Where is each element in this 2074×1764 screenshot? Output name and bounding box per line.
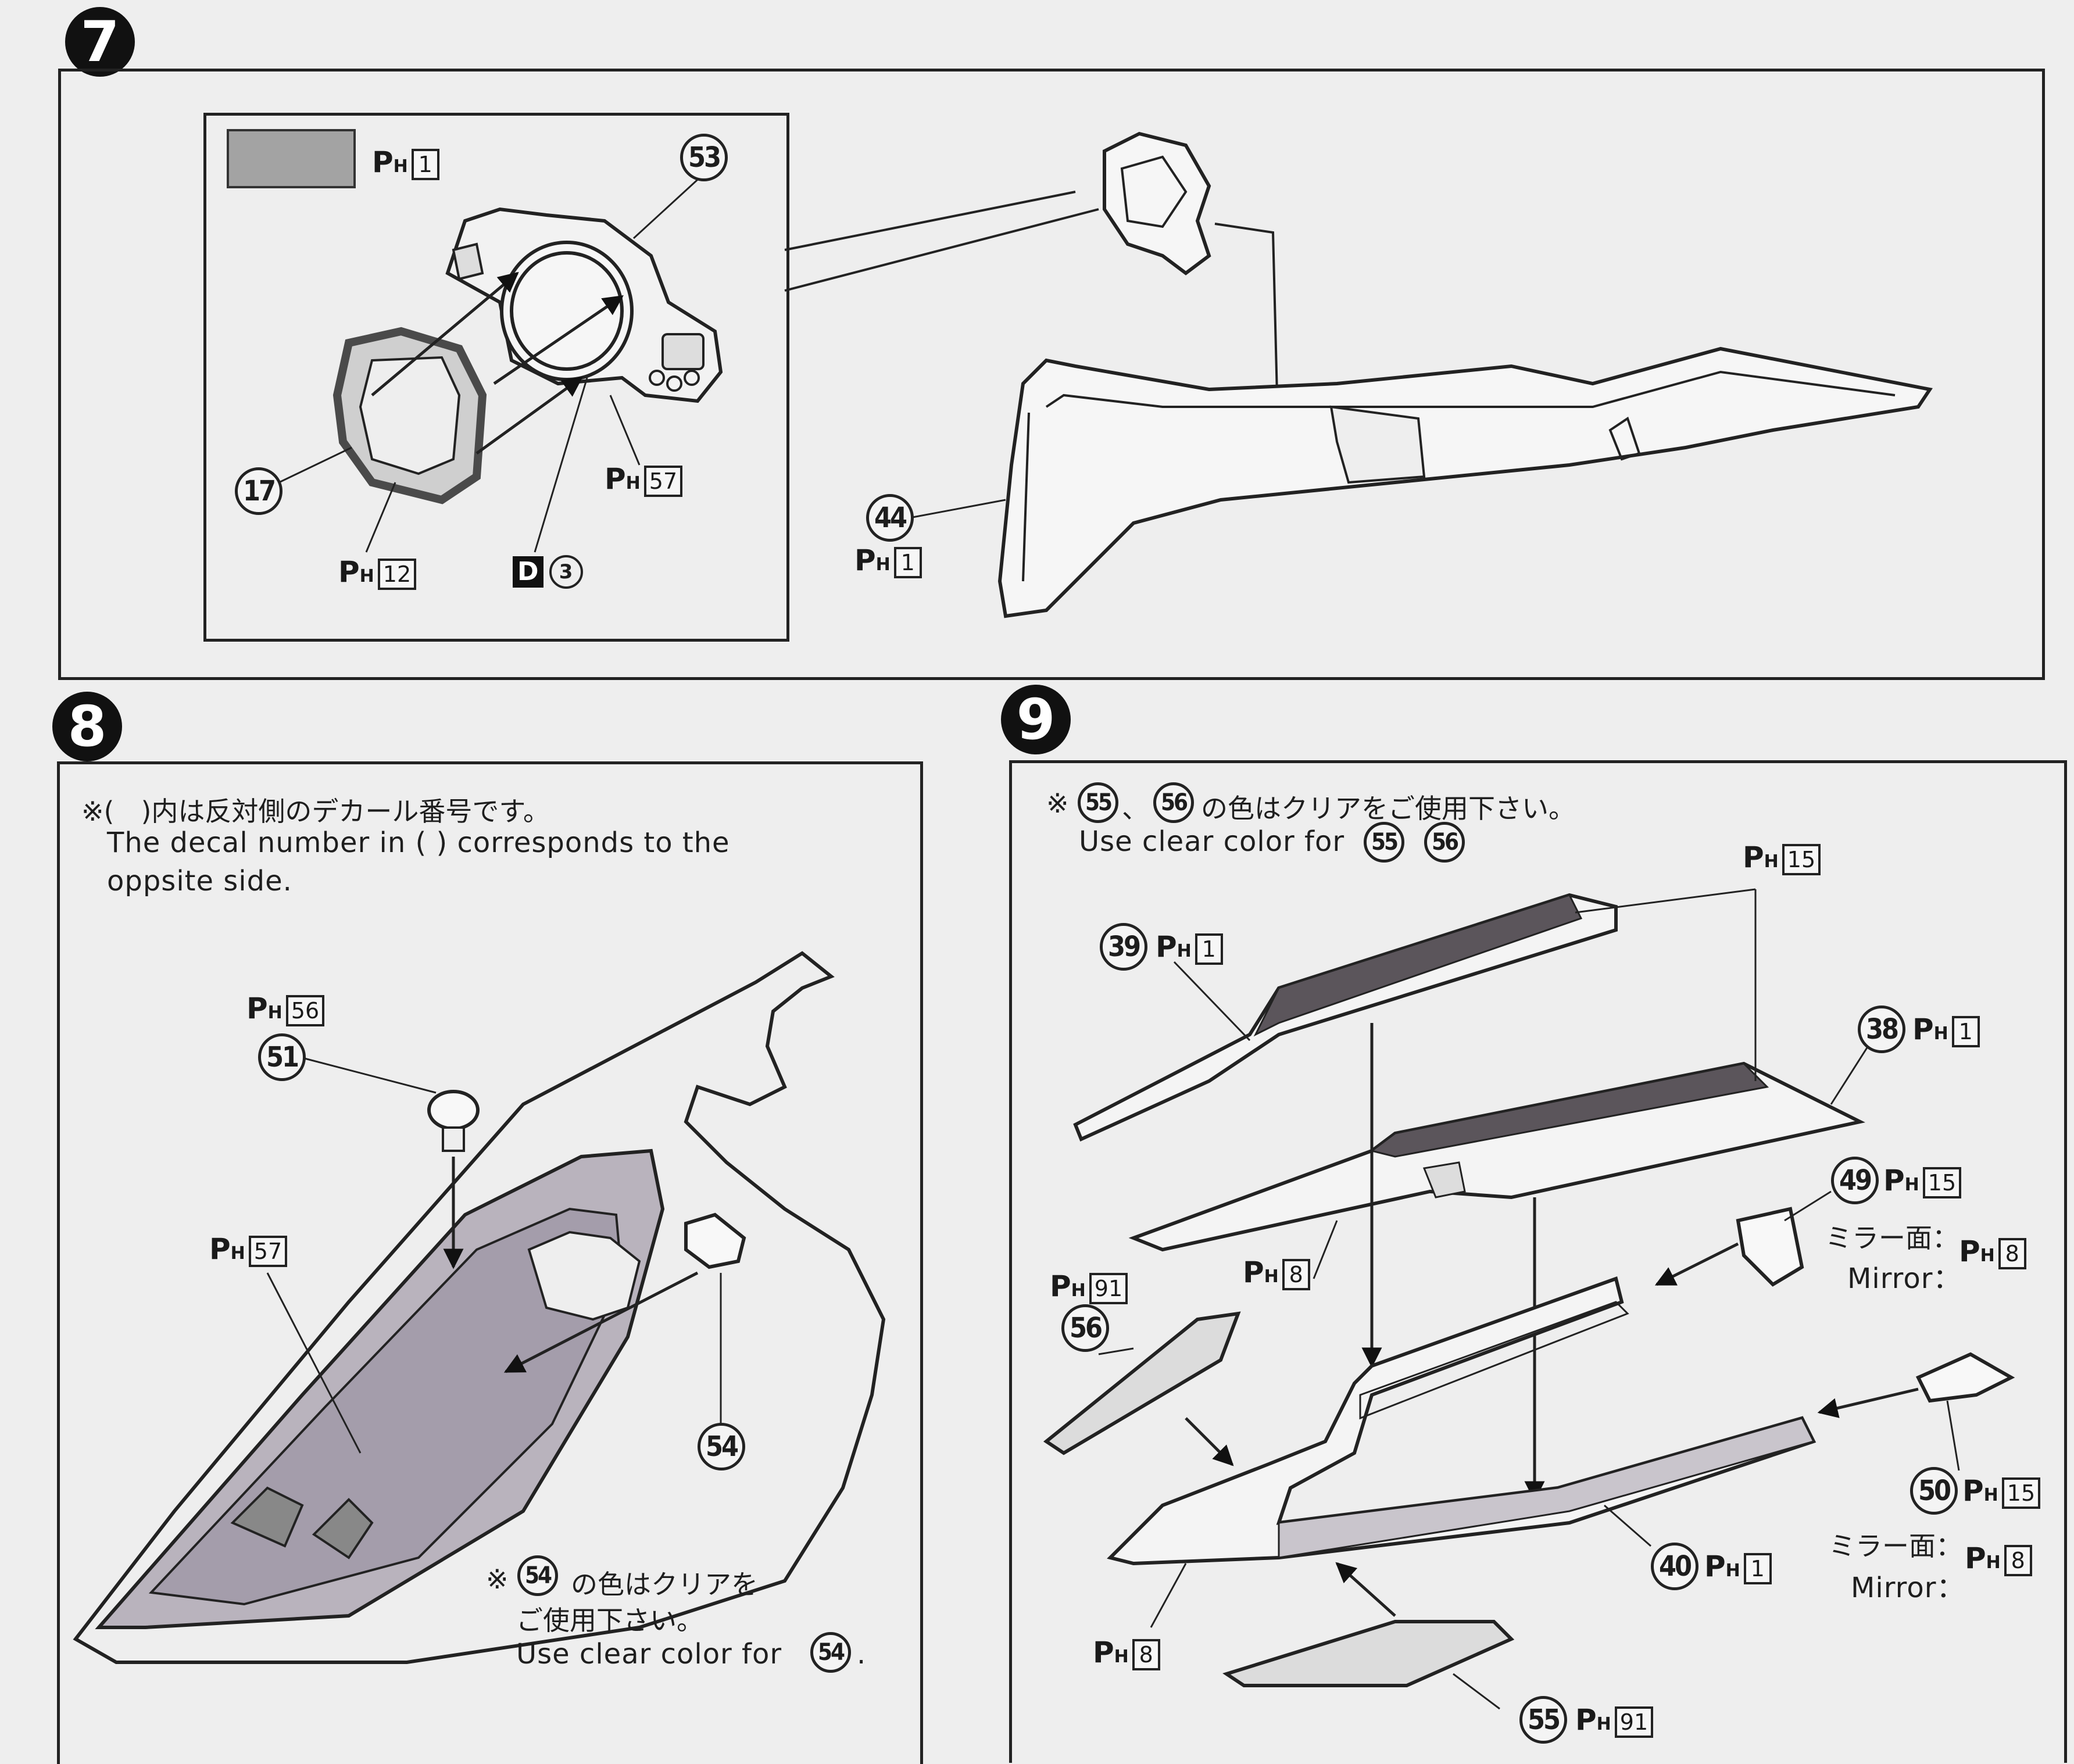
part-54-label: 54 (698, 1423, 745, 1470)
part-40-label: 40 (1651, 1543, 1698, 1590)
step8-note-jp: ※( )内は反対側のデカール番号です。 (81, 796, 550, 827)
step-9-badge: 9 (1001, 685, 1071, 754)
step9-note-en-part-56: 56 (1424, 822, 1465, 863)
part-50 (1915, 1352, 2015, 1403)
paint-letter-h: H (393, 156, 408, 177)
step9-note-en: Use clear color for (1079, 825, 1345, 858)
step8-clear-jp-2: ご使用下さい。 (516, 1605, 703, 1636)
step-8-frame (57, 761, 923, 1764)
step7-main-art (784, 131, 1933, 618)
part-55 (1222, 1620, 1515, 1687)
step9-note-sep: 、 (1122, 793, 1149, 824)
part-39 (1073, 893, 1618, 1142)
paint-code: 1 (411, 149, 439, 180)
step8-clear-en: Use clear color for (516, 1638, 782, 1670)
part-51 (427, 1090, 480, 1130)
step7-detail-art (227, 129, 723, 553)
ring-lens (500, 241, 634, 381)
part-55-label: 55 (1519, 1696, 1567, 1744)
part-53-label: 53 (680, 134, 728, 181)
step8-art (73, 951, 886, 1664)
part-17-label: 17 (235, 467, 283, 515)
paint-letter-p: P (372, 145, 394, 179)
part-51-label: 51 (258, 1033, 306, 1081)
fuselage-44 (997, 346, 1933, 618)
part-44-label: 44 (866, 494, 914, 542)
mirror-jp-1: ミラー面： (1825, 1222, 1959, 1254)
step9-note-part-55: 55 (1078, 782, 1118, 823)
step8-clear-jp-1: の色はクリアを (571, 1569, 758, 1600)
part-38-label: 38 (1858, 1006, 1905, 1053)
step8-clear-part-a: 54 (517, 1555, 558, 1596)
mirror-jp-2: ミラー面： (1829, 1530, 1962, 1562)
ring-part (1103, 131, 1211, 275)
step8-clear-part-b: 54 (810, 1632, 851, 1673)
step9-note-en-part-55: 55 (1364, 822, 1404, 863)
mirror-en-1: Mirror： (1847, 1262, 1962, 1295)
part-54 (684, 1212, 746, 1269)
step9-note-part-56: 56 (1153, 782, 1194, 823)
step-9-frame (1009, 760, 2067, 1763)
step8-clear-mark: ※ (486, 1563, 509, 1595)
step9-note-mark: ※ (1046, 788, 1069, 819)
mirror-en-2: Mirror： (1851, 1572, 1965, 1604)
part-56 (1043, 1311, 1241, 1455)
color-swatch (227, 129, 356, 188)
part-50-label: 50 (1910, 1467, 1958, 1515)
cockpit-canopy (73, 951, 886, 1664)
step-7-detail-frame (203, 113, 789, 642)
step8-note-en-1: The decal number in ( ) corresponds to t… (107, 826, 730, 859)
step-7-frame (58, 69, 2045, 680)
step8-clear-period: . (857, 1638, 867, 1670)
step9-art (1043, 888, 2015, 1710)
part-39-label: 39 (1100, 923, 1147, 971)
step-7-badge: 7 (65, 7, 135, 77)
step8-note-en-2: oppsite side. (107, 865, 292, 897)
step9-note-jp: の色はクリアをご使用下さい。 (1201, 793, 1575, 824)
step-8-badge: 8 (52, 692, 122, 761)
part-56-label: 56 (1061, 1304, 1109, 1352)
part-49-label: 49 (1831, 1157, 1879, 1204)
part-49 (1736, 1207, 1804, 1287)
